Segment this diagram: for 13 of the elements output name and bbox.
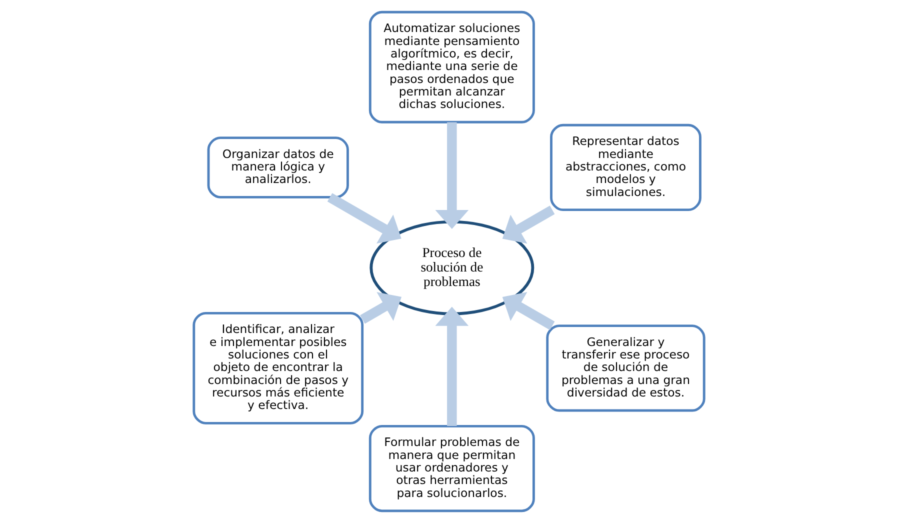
arrow: [360, 292, 402, 324]
node-box: Automatizar soluciones mediante pensamiento algorítmico, es decir, mediante una serie de pasos ordenados que permitan alcanzar dichas soluciones.: [368, 10, 535, 124]
node-box: Formular problemas de manera que permitan usar ordenadores y otras herramientas para solucionarlos.: [368, 424, 535, 512]
arrow: [502, 292, 555, 330]
arrow: [435, 122, 469, 230]
arrow: [502, 206, 555, 244]
node-box: Organizar datos de manera lógica y analizarlos.: [207, 136, 349, 198]
arrow: [327, 193, 402, 244]
node-box: Identificar, analizar e implementar posibles soluciones con el objeto de encontrar la combinación de pasos y recursos más eficiente y efectiva.: [192, 312, 364, 424]
arrow: [435, 306, 469, 426]
node-box: Generalizar y transferir ese proceso de solución de problemas a una gran diversidad de estos.: [546, 324, 706, 412]
node-box: Representar datos mediante abstracciones, como modelos y simulaciones.: [550, 124, 702, 212]
node-ellipse: Proceso de solución de problemas: [370, 220, 534, 316]
